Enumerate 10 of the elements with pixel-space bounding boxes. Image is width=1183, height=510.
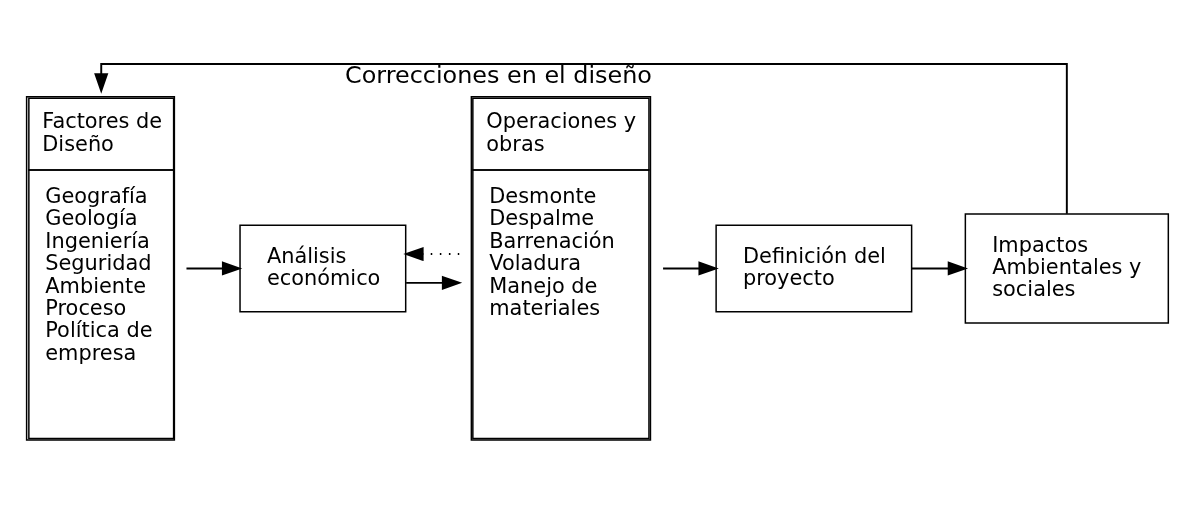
arrow	[662, 261, 719, 276]
arrow	[405, 275, 463, 290]
node-box: Definición del proyecto	[715, 224, 913, 313]
arrow	[185, 261, 243, 276]
arrow	[403, 246, 461, 262]
node-box: Impactos Ambientales y sociales	[964, 213, 1170, 324]
arrow	[94, 63, 1068, 215]
edge-label: Correcciones en el diseño	[345, 61, 652, 90]
node-box: Análisis económico	[239, 224, 407, 313]
arrow	[910, 261, 969, 276]
